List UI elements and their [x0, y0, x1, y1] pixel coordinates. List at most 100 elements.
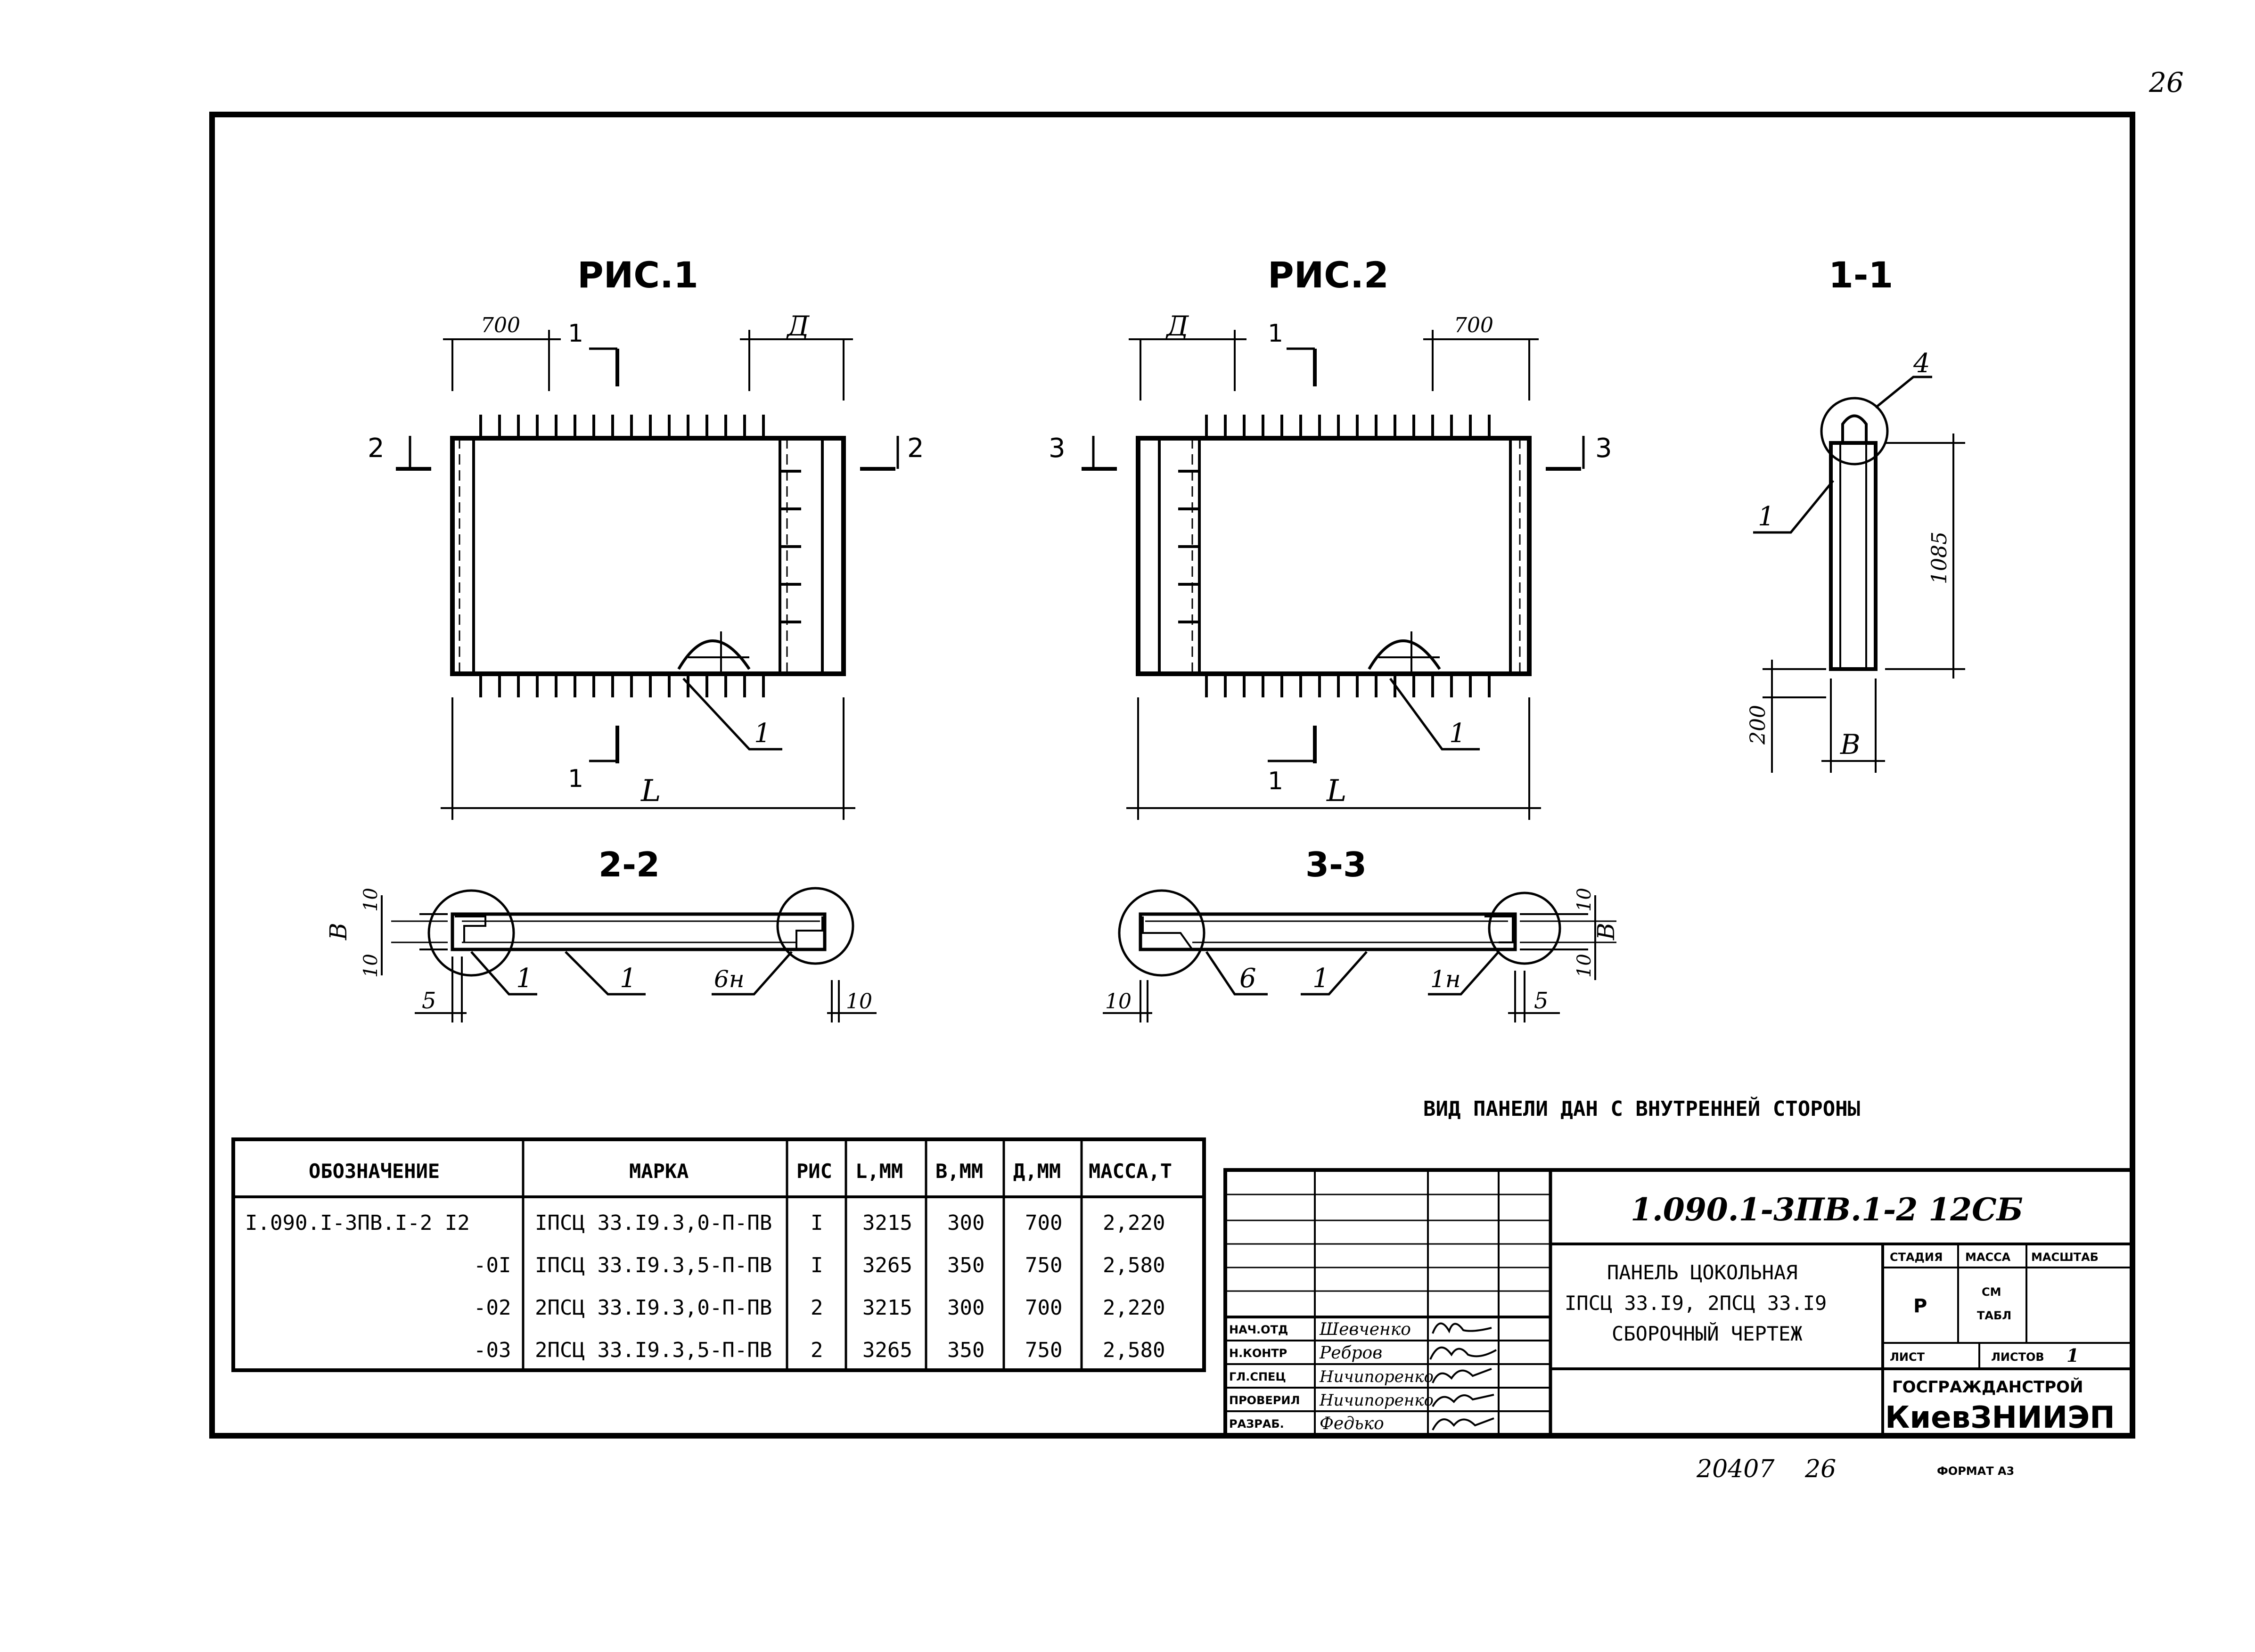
svg-text:1: 1 [568, 319, 583, 348]
svg-text:2: 2 [811, 1338, 823, 1362]
svg-text:Ребров: Ребров [1319, 1343, 1382, 1363]
svg-text:10: 10 [1105, 990, 1132, 1014]
sec11-title: 1-1 [1829, 254, 1893, 296]
page-number: 26 [2148, 66, 2184, 98]
svg-text:3265: 3265 [862, 1253, 912, 1277]
svg-text:300: 300 [947, 1211, 984, 1235]
svg-text:1: 1 [568, 765, 583, 793]
svg-text:IПСЦ 33.I9.3,0-П-ПВ: IПСЦ 33.I9.3,0-П-ПВ [535, 1211, 772, 1235]
svg-text:3215: 3215 [862, 1211, 912, 1235]
svg-text:700: 700 [1025, 1211, 1062, 1235]
table-row: I.090.I-3ПВ.I-2 I2 [245, 1211, 470, 1235]
svg-text:I: I [811, 1211, 823, 1235]
svg-text:КиевЗНИИЭП: КиевЗНИИЭП [1885, 1400, 2115, 1435]
spec-table-headers: ОБОЗНАЧЕНИЕ МАРКА РИС L,ММ В,ММ Д,ММ МАС… [309, 1160, 1172, 1183]
svg-text:2: 2 [907, 433, 924, 464]
svg-text:700: 700 [1025, 1296, 1062, 1320]
svg-text:Ничипоренко: Ничипоренко [1319, 1367, 1434, 1386]
sec33-title: 3-3 [1305, 845, 1367, 884]
svg-text:В: В [1592, 923, 1620, 940]
svg-text:2: 2 [811, 1296, 823, 1320]
table-row: -0I [474, 1253, 511, 1277]
svg-text:10: 10 [360, 954, 382, 978]
svg-text:350: 350 [947, 1253, 984, 1277]
svg-text:2ПСЦ 33.I9.3,0-П-ПВ: 2ПСЦ 33.I9.3,0-П-ПВ [535, 1296, 772, 1320]
svg-text:300: 300 [947, 1296, 984, 1320]
document-code: 1.090.1-3ПВ.1-2 12СБ [1631, 1191, 2023, 1228]
svg-text:СТАДИЯ: СТАДИЯ [1890, 1251, 1943, 1264]
svg-text:3265: 3265 [862, 1338, 912, 1362]
fig1-title: РИС.1 [577, 254, 698, 296]
svg-text:ГЛ.СПЕЦ: ГЛ.СПЕЦ [1229, 1370, 1286, 1383]
svg-text:СМ: СМ [1982, 1285, 2001, 1299]
svg-text:ГОСГРАЖДАНСТРОЙ: ГОСГРАЖДАНСТРОЙ [1892, 1377, 2083, 1397]
svg-text:ЛИСТ: ЛИСТ [1890, 1350, 1925, 1364]
signatures: НАЧ.ОТД Шевченко Н.КОНТР Ребров ГЛ.СПЕЦ … [1229, 1320, 1497, 1433]
svg-text:МАССА: МАССА [1965, 1251, 2011, 1264]
svg-text:1: 1 [1268, 767, 1283, 795]
svg-text:Д: Д [1165, 310, 1189, 342]
sheet-frame [209, 112, 2135, 1439]
svg-text:В: В [1840, 728, 1861, 761]
svg-text:В: В [325, 923, 352, 940]
fig2-title: РИС.2 [1268, 254, 1389, 296]
title-block-fields: СТАДИЯ МАССА МАСШТАБ Р СМ ТАБЛ ЛИСТ ЛИСТ… [1885, 1251, 2115, 1435]
svg-text:10: 10 [360, 888, 382, 912]
spec-table-rows: I.090.I-3ПВ.I-2 I2 IПСЦ 33.I9.3,0-П-ПВ I… [245, 1211, 1165, 1362]
svg-text:750: 750 [1025, 1253, 1062, 1277]
svg-text:1: 1 [754, 718, 771, 749]
svg-text:200: 200 [1746, 705, 1770, 745]
svg-text:2,220: 2,220 [1103, 1296, 1165, 1320]
svg-text:1: 1 [620, 963, 637, 994]
svg-text:1: 1 [1449, 718, 1466, 749]
svg-text:Федько: Федько [1320, 1414, 1384, 1433]
svg-text:Ничипоренко: Ничипоренко [1319, 1391, 1434, 1410]
svg-text:2,220: 2,220 [1103, 1211, 1165, 1235]
svg-text:Д,ММ: Д,ММ [1013, 1160, 1061, 1183]
footer-sheet: 26 [1804, 1455, 1836, 1483]
svg-text:3215: 3215 [862, 1296, 912, 1320]
svg-text:1085: 1085 [1927, 532, 1952, 584]
section-1-1: 1-1 1085 200 В 1 4 [1746, 254, 1965, 773]
svg-text:2: 2 [368, 433, 385, 464]
svg-text:МАССА,Т: МАССА,Т [1089, 1160, 1172, 1183]
svg-text:700: 700 [481, 313, 520, 337]
svg-text:МАРКА: МАРКА [629, 1160, 689, 1183]
svg-text:1: 1 [1312, 963, 1329, 994]
svg-text:ЛИСТОВ: ЛИСТОВ [1991, 1350, 2044, 1364]
svg-text:1: 1 [1758, 501, 1775, 532]
svg-text:L: L [1326, 774, 1347, 809]
sec22-title: 2-2 [599, 845, 660, 884]
figure-2: РИС.2 [1049, 254, 1612, 820]
view-note: ВИД ПАНЕЛИ ДАН С ВНУТРЕННЕЙ СТОРОНЫ [1423, 1096, 1860, 1121]
svg-text:I: I [811, 1253, 823, 1277]
section-2-2: 2-2 10 В 10 5 10 1 1 6н [325, 845, 877, 1022]
footer-format: ФОРМАТ А3 [1937, 1464, 2014, 1478]
table-row: -02 [474, 1296, 511, 1320]
svg-text:Р: Р [1913, 1295, 1927, 1317]
svg-text:5: 5 [422, 988, 436, 1014]
svg-text:350: 350 [947, 1338, 984, 1362]
svg-text:1: 1 [2066, 1345, 2079, 1366]
svg-text:ТАБЛ: ТАБЛ [1977, 1309, 2011, 1322]
svg-text:3: 3 [1049, 433, 1066, 464]
figure-1: РИС.1 [368, 254, 924, 820]
svg-text:ОБОЗНАЧЕНИЕ: ОБОЗНАЧЕНИЕ [309, 1160, 440, 1183]
svg-text:10: 10 [1574, 954, 1595, 978]
svg-text:ПАНЕЛЬ ЦОКОЛЬНАЯ: ПАНЕЛЬ ЦОКОЛЬНАЯ [1607, 1261, 1798, 1284]
svg-text:2,580: 2,580 [1103, 1253, 1165, 1277]
svg-text:IПСЦ 33.I9, 2ПСЦ 33.I9: IПСЦ 33.I9, 2ПСЦ 33.I9 [1565, 1292, 1827, 1315]
svg-text:РАЗРАБ.: РАЗРАБ. [1229, 1417, 1284, 1431]
svg-text:1: 1 [516, 963, 533, 994]
svg-text:10: 10 [1574, 888, 1595, 912]
svg-text:L: L [640, 774, 661, 809]
svg-text:750: 750 [1025, 1338, 1062, 1362]
svg-text:2,580: 2,580 [1103, 1338, 1165, 1362]
svg-text:3: 3 [1595, 433, 1612, 464]
section-3-3: 3-3 10 В 10 5 10 6 1 1н [1103, 845, 1620, 1022]
title-block [1223, 1168, 2134, 1438]
svg-text:4: 4 [1913, 348, 1930, 379]
svg-text:2ПСЦ 33.I9.3,5-П-ПВ: 2ПСЦ 33.I9.3,5-П-ПВ [535, 1338, 772, 1362]
svg-text:5: 5 [1534, 988, 1549, 1014]
